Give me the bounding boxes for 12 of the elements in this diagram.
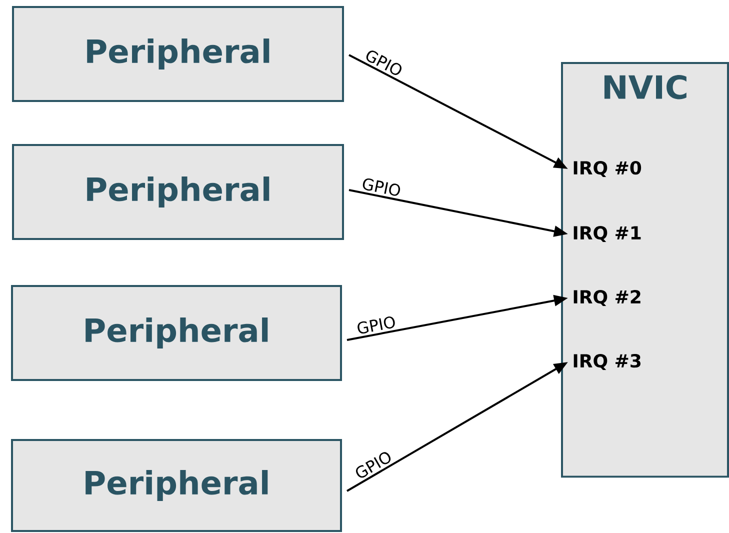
irq-label: IRQ #1: [574, 226, 641, 242]
peripheral-box: Peripheral: [12, 6, 344, 102]
peripheral-box: Peripheral: [12, 144, 344, 240]
edge-label: GPIO: [366, 50, 402, 75]
peripheral-box: Peripheral: [11, 439, 342, 532]
peripheral-box: Peripheral: [11, 285, 342, 381]
edge-label: GPIO: [356, 452, 391, 478]
irq-label: IRQ #2: [574, 290, 640, 306]
edge-label: GPIO: [358, 316, 395, 334]
irq-label: IRQ #0: [574, 161, 642, 177]
irq-label: IRQ #3: [574, 354, 640, 370]
edge-label: GPIO: [362, 178, 400, 196]
